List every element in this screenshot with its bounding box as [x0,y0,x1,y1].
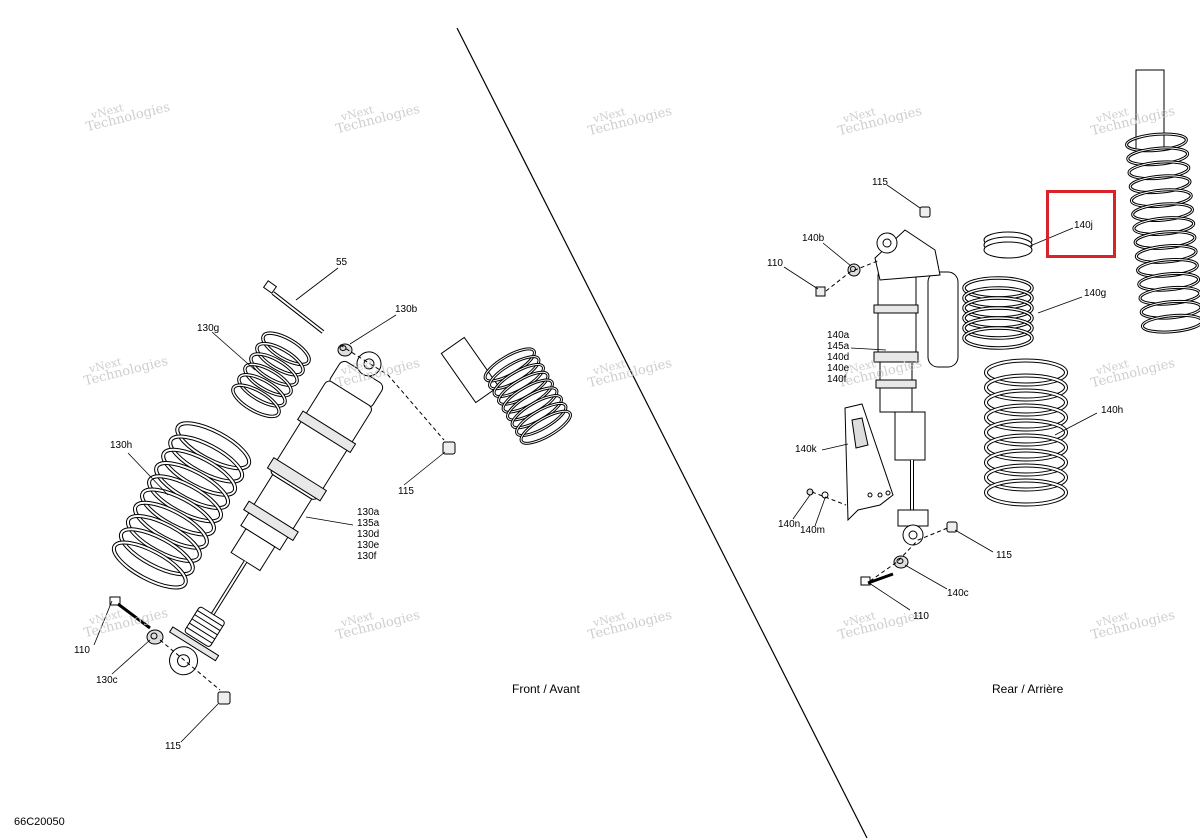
label-55: 55 [336,257,348,268]
guard-140k [844,403,894,522]
rear-shock-140a [873,229,959,546]
label-130h: 130h [110,440,133,451]
label-130g: 130g [197,323,220,334]
spring-130h [111,421,252,590]
section-divider [456,27,868,839]
front-assembly [109,280,572,705]
label-130c: 130c [96,675,118,686]
spring-140h [984,358,1068,507]
assembly-line-rear-1 [825,259,881,292]
front-shock-assembled [440,336,572,445]
label-115-front-top: 115 [398,486,414,497]
label-140m: 140m [800,525,826,536]
label-140j: 140j [1074,220,1093,231]
caption-front: Front / Avant [512,682,580,696]
assembly-line-rear-2 [869,526,951,582]
bolt-110-front [109,596,151,630]
bolt-110-rear-top [815,286,826,297]
nut-130c [146,629,164,645]
label-140c: 140c [947,588,969,599]
label-110-rear-bottom: 110 [913,611,929,622]
bushing-115-top [442,441,456,455]
caption-rear: Rear / Arrière [992,682,1064,696]
label-140f: 140f [827,374,847,385]
label-130d: 130d [357,529,380,540]
label-140b: 140b [802,233,825,244]
rear-assembly [806,69,1200,586]
assembly-line-front-1 [339,344,445,441]
figure-code: 66C20050 [14,816,65,828]
label-115-rear-right: 115 [996,550,1012,561]
front-shock-130a [168,351,384,676]
bushing-115-rear [946,521,958,533]
assembly-line-rear-3 [811,491,847,506]
washer-140m [821,491,829,499]
label-130f: 130f [357,551,377,562]
label-130a: 130a [357,507,380,518]
label-130e: 130e [357,540,380,551]
bushing-115-bottom [217,691,231,705]
label-140a: 140a [827,330,850,341]
bushing-140c [893,555,909,569]
nut-115-rear-top [919,206,931,218]
label-110-front: 110 [74,645,90,656]
highlight-box-140j [1046,190,1116,258]
label-140g: 140g [1084,288,1107,299]
rear-shock-assembled [1125,69,1200,334]
label-130b: 130b [395,304,418,315]
leader-lines [93,184,1098,743]
label-115-rear-top: 115 [872,177,888,188]
label-115-front-bottom: 115 [165,741,181,752]
label-140n: 140n [778,519,801,530]
ring-140j [983,231,1033,259]
label-110-rear-top: 110 [767,258,783,269]
bolt-55 [262,280,325,334]
label-140k: 140k [795,444,817,455]
nut-130b [337,343,353,357]
label-145a: 145a [827,341,850,352]
label-140h: 140h [1101,405,1124,416]
assembly-line-front-2 [159,639,221,691]
label-stack-rear: 140a 145a 140d 140e 140f [827,330,849,385]
label-stack-front: 130a 135a 130d 130e 130f [357,507,379,562]
label-140d: 140d [827,352,850,363]
label-140e: 140e [827,363,850,374]
spring-130g [231,331,311,419]
label-135a: 135a [357,518,380,529]
spring-140g [962,276,1034,350]
